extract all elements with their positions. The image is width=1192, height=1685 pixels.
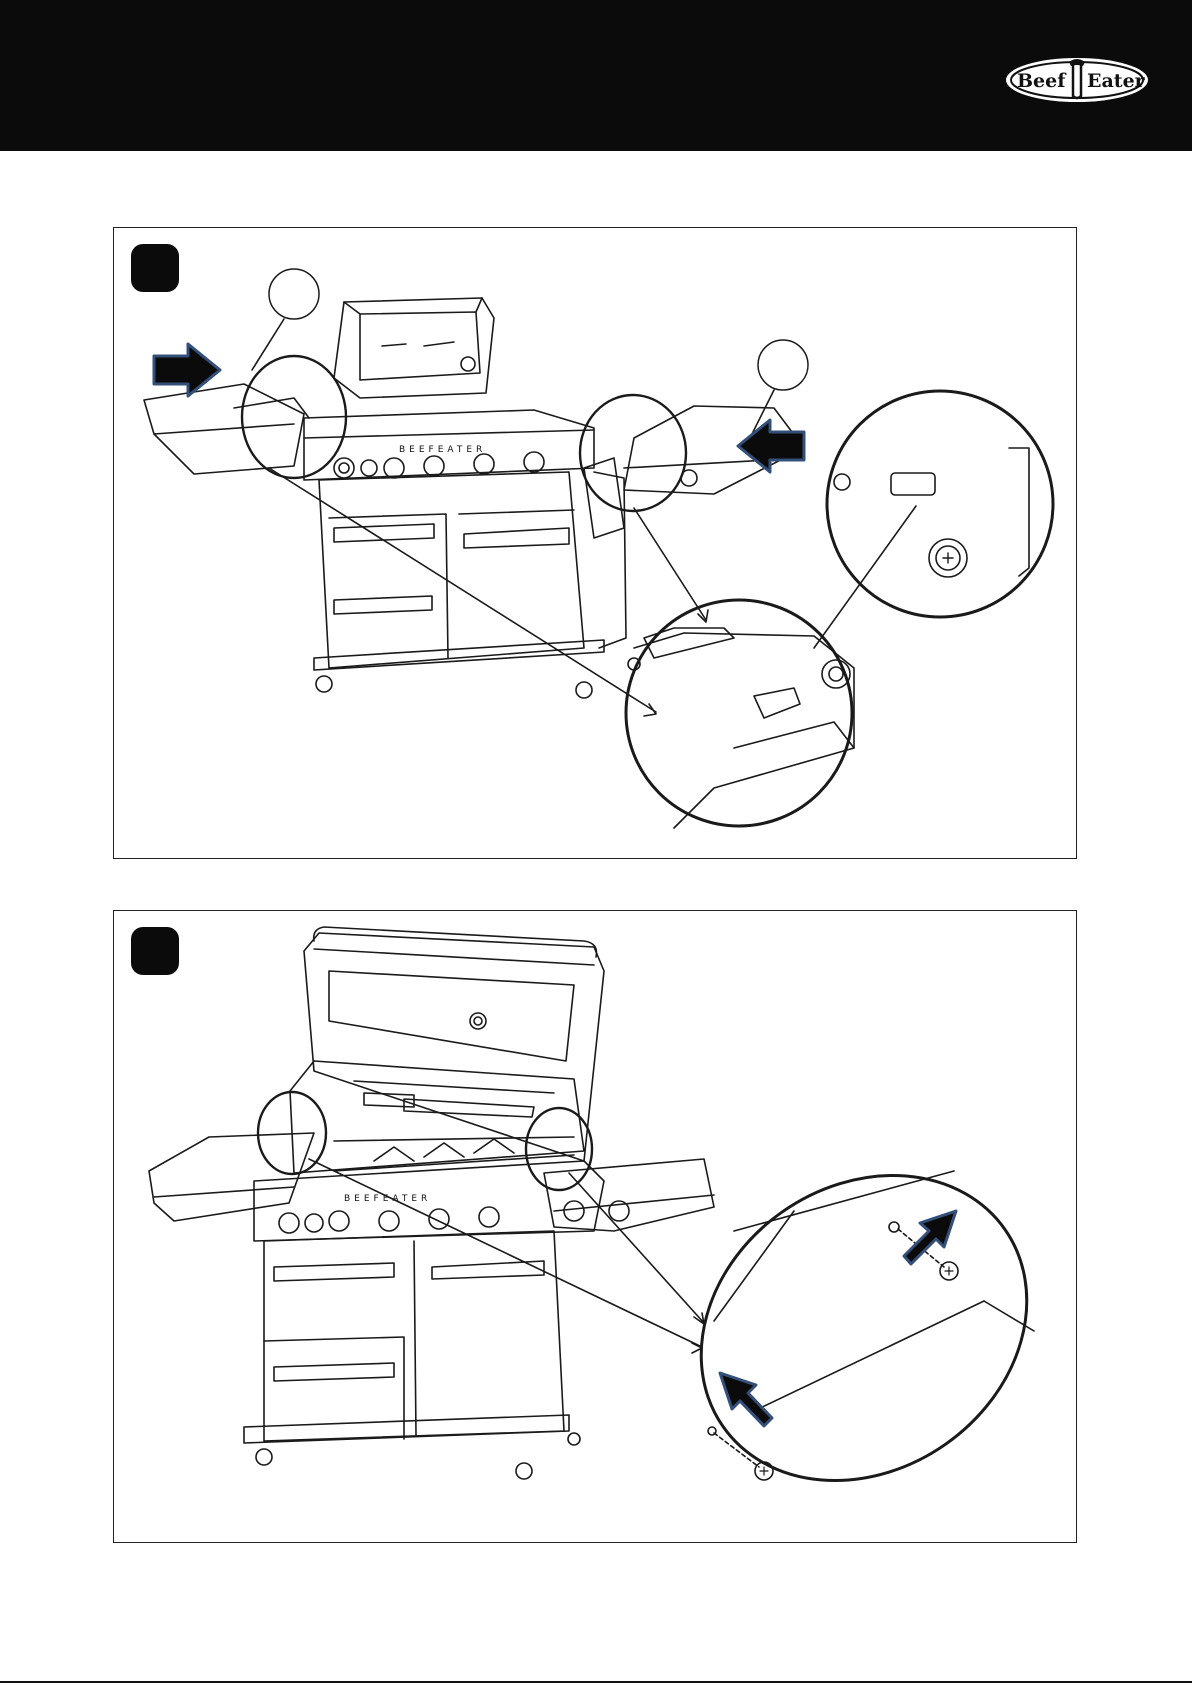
step-2-illustration: BEEFEATER: [114, 911, 1077, 1543]
right-detail-ring: [580, 395, 686, 511]
arrow-screw-lower: [720, 1373, 772, 1426]
callout-a-leader: [252, 319, 284, 370]
step-1-illustration: BEEFEATER: [114, 228, 1077, 859]
grill-brand-label-2: BEEFEATER: [344, 1194, 431, 1204]
callout-b-circle: [758, 340, 808, 390]
grill-lid: [334, 298, 494, 398]
bracket-zoom-circle: [626, 600, 854, 828]
callout-a-circle: [269, 269, 319, 319]
left-side-shelf: [144, 384, 309, 474]
logo-text-left: Beef: [1017, 70, 1067, 92]
screw-zoom-ellipse: [642, 1113, 1077, 1543]
logo-text-right: Eater: [1087, 70, 1146, 92]
header-bar: Beef Eater: [0, 0, 1192, 151]
step2-right-ring: [526, 1108, 592, 1190]
pointer-line-right: [634, 508, 706, 620]
grill-open-hood: [304, 927, 604, 1161]
grill-brand-label: BEEFEATER: [399, 445, 486, 455]
step2-pointer-right: [569, 1173, 704, 1323]
beefeater-logo: Beef Eater: [1003, 52, 1151, 108]
step2-grill-cart: [244, 1231, 580, 1479]
footer-rule: [0, 1681, 1192, 1683]
step-1-panel: BEEFEATER: [113, 227, 1077, 859]
step2-left-shelf: [149, 1133, 314, 1221]
grill-cart: [314, 472, 640, 698]
step-2-panel: BEEFEATER: [113, 910, 1077, 1543]
slot-zoom-circle: [827, 391, 1053, 617]
arrow-push-left-shelf: [154, 344, 220, 396]
step2-pointer-left: [309, 1159, 702, 1347]
arrow-push-right-shelf: [738, 420, 804, 472]
grill-firebox: BEEFEATER: [304, 410, 594, 480]
pointer-line-left: [269, 468, 656, 712]
